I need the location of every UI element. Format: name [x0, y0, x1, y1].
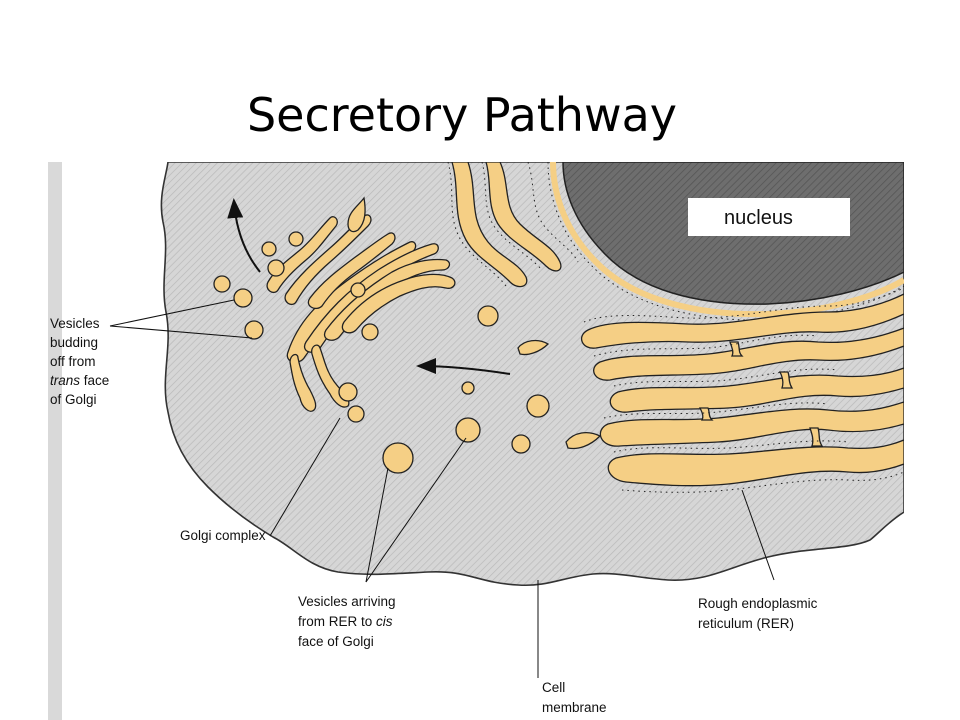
transport-arrows — [227, 198, 511, 375]
golgi-complex — [266, 214, 456, 412]
label-vb-line2: budding — [50, 335, 98, 350]
rough-er — [580, 293, 904, 487]
label-va-from: from RER to — [298, 614, 376, 629]
label-rer: Rough endoplasmic reticulum (RER) — [698, 596, 818, 631]
label-vesicles-budding: Vesicles budding off from trans face of … — [50, 316, 109, 407]
label-cm-line1: Cell — [542, 680, 565, 695]
leader-lines — [109, 299, 775, 678]
label-vb-line5: of Golgi — [50, 392, 97, 407]
left-edge-strip — [48, 162, 62, 720]
label-vb-line4: trans face — [50, 373, 109, 388]
label-rer-line2: reticulum (RER) — [698, 616, 794, 631]
nuclear-envelope — [550, 162, 904, 318]
vesicles — [213, 196, 602, 474]
label-vb-line3: off from — [50, 354, 96, 369]
nucleus-label: nucleus — [724, 207, 793, 229]
label-rer-line1: Rough endoplasmic — [698, 596, 818, 611]
label-va-line3: face of Golgi — [298, 634, 374, 649]
slide-title: Secretory Pathway — [0, 88, 960, 142]
label-va-line1: Vesicles arriving — [298, 594, 396, 609]
nucleus-label-box — [688, 198, 850, 236]
label-va-cis: cis — [376, 614, 393, 629]
secretory-pathway-diagram: nucleus — [48, 162, 904, 720]
label-vesicles-arriving: Vesicles arriving from RER to cis face o… — [298, 594, 396, 649]
label-cell-membrane: Cell membrane — [542, 680, 607, 715]
label-va-line2: from RER to cis — [298, 614, 393, 629]
rer-upper — [451, 162, 562, 288]
label-vb-line1: Vesicles — [50, 316, 100, 331]
label-vb-trans: trans — [50, 373, 80, 388]
label-vb-face: face — [80, 373, 109, 388]
label-cm-line2: membrane — [542, 700, 607, 715]
slide-title-text: Secretory Pathway — [246, 88, 677, 142]
label-golgi-complex: Golgi complex — [180, 528, 266, 543]
